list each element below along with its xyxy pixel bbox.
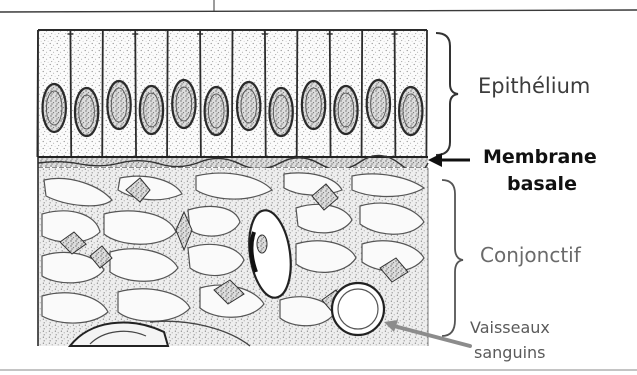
cell-wall — [362, 30, 363, 157]
epithelium-layer — [37, 30, 427, 157]
conjonctif-brace — [442, 180, 463, 336]
epithelium-brace — [436, 33, 458, 155]
cell-wall — [426, 30, 427, 157]
cell-wall — [330, 30, 331, 157]
cell-wall — [297, 30, 298, 157]
blood-vessels-label-line1: Vaisseaux — [470, 318, 550, 337]
cell-wall — [395, 30, 396, 157]
basement-membrane-label-line1: Membrane — [483, 146, 597, 168]
cell-wall — [135, 30, 136, 157]
basement-membrane-label-line2: basale — [507, 173, 577, 195]
connective-tissue-label: Conjonctif — [480, 243, 581, 267]
blood-vessels-label-line2: sanguins — [474, 343, 546, 362]
cell-wall — [232, 30, 233, 157]
cell-wall — [70, 30, 71, 157]
cell-wall — [102, 30, 103, 157]
blood-vessel — [332, 283, 384, 335]
cell-wall — [265, 30, 266, 157]
top-border-line — [0, 10, 637, 12]
epithelium-label: Epithélium — [478, 74, 590, 98]
cell-wall — [167, 30, 168, 157]
cell-wall — [200, 30, 201, 157]
membrane-arrow — [428, 153, 470, 167]
connective-tissue — [38, 168, 428, 346]
